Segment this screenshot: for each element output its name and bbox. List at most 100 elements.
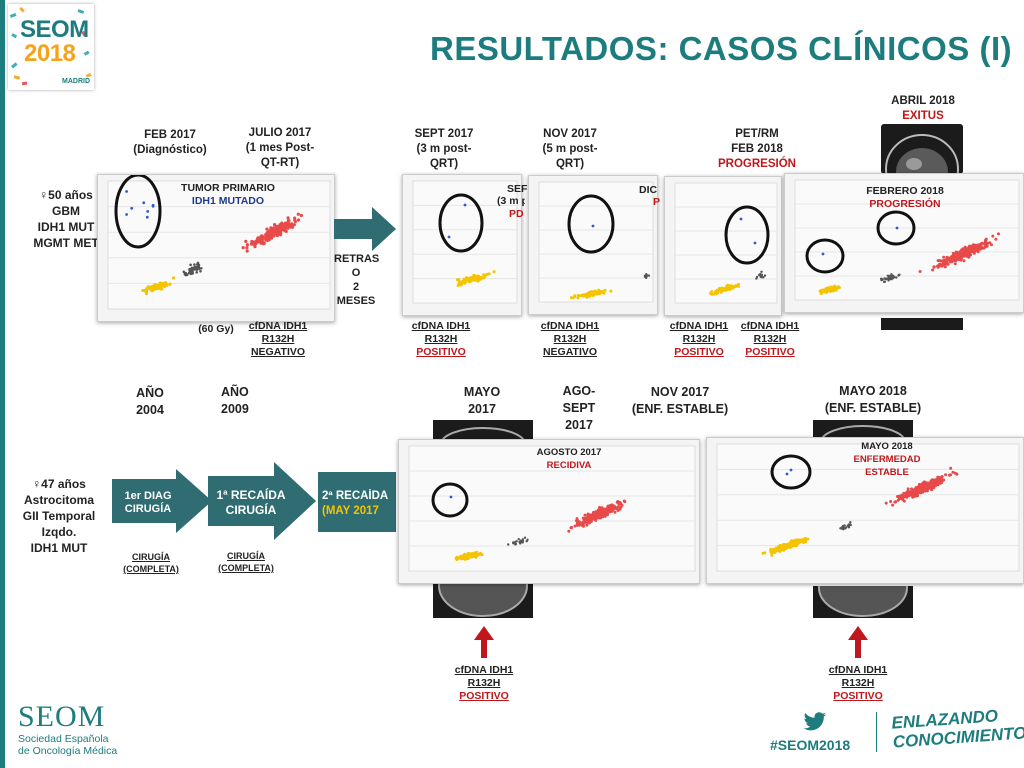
scatter-dot	[241, 246, 245, 250]
progress-arrow-icon	[334, 207, 396, 251]
scatter-dot	[256, 236, 260, 240]
scatter-dot	[606, 504, 610, 508]
scatter-dot	[478, 277, 482, 281]
scatter-dot	[256, 239, 260, 243]
scatter-dot	[964, 248, 968, 252]
timepoint-sub: SEPT	[562, 401, 596, 415]
radiation-dose-label: (60 Gy)	[198, 323, 234, 335]
scatter-dot	[155, 284, 159, 288]
footer-seom-logo: SEOM	[18, 700, 106, 733]
timepoint-sub: (5 m post-QRT)	[542, 143, 598, 170]
scatter-dot	[944, 473, 948, 477]
scatter-dot	[463, 552, 467, 556]
scatter-dot	[283, 225, 287, 229]
delay-label: RETRAS O 2 MESES	[334, 252, 379, 308]
scatter-dot	[921, 481, 925, 485]
arrow-label-first-relapse: 1ª RECAÍDA CIRUGÍA	[208, 488, 294, 518]
scatter-dot	[761, 551, 765, 555]
arrow-label-line: CIRUGÍA	[124, 503, 172, 515]
scatter-dot	[806, 537, 810, 541]
scatter-dot	[463, 281, 467, 285]
scatter-dot	[265, 234, 269, 238]
scatter-dot	[789, 468, 793, 472]
twitter-bird-icon	[803, 712, 827, 731]
scatter-dot	[141, 288, 145, 293]
scatter-dot	[293, 218, 297, 222]
plot-title-text: AGOSTO 2017	[536, 447, 602, 458]
scatter-dot	[733, 285, 737, 288]
plot-title: FEBRERO 2018 PROGRESIÓN	[855, 185, 955, 211]
scatter-dot	[130, 206, 134, 210]
scatter-dot	[888, 276, 891, 279]
scatter-plot-feb2018	[664, 176, 782, 316]
scatter-dot	[770, 553, 774, 557]
scatter-plot-sept2017: SEF (3 m p PD	[402, 174, 527, 316]
scatter-dot	[592, 517, 596, 521]
scatter-dot	[249, 242, 254, 246]
scatter-dot	[760, 273, 763, 277]
scatter-dot	[567, 529, 571, 533]
scatter-dot	[492, 270, 496, 274]
scatter-dot	[472, 274, 476, 278]
scatter-dot	[582, 293, 586, 297]
scatter-dot	[125, 190, 128, 193]
scatter-dot	[771, 550, 775, 554]
footer-divider	[876, 712, 877, 752]
cfdna-result-jul2017: cfDNA IDH1 R132H NEGATIVO	[243, 320, 313, 359]
scatter-dot	[837, 286, 841, 290]
scatter-dot	[826, 286, 830, 290]
scatter-dot	[947, 258, 950, 262]
scatter-plot-aug2017: AGOSTO 2017 RECIDIVA	[398, 439, 700, 584]
mri-scan-image	[433, 420, 533, 461]
scatter-dot	[599, 291, 602, 294]
scatter-dot	[151, 203, 155, 207]
scatter-dot	[784, 544, 788, 548]
case2-patient-info: ♀47 años Astrocitoma GII Temporal Izqdo.…	[20, 476, 98, 556]
scatter-dot	[951, 470, 955, 474]
scatter-dot	[267, 238, 271, 242]
scatter-dot	[275, 224, 279, 228]
scatter-dot	[188, 267, 192, 271]
arrow-label-line: 2ª RECAÍDA	[322, 490, 389, 502]
plot-title: AGOSTO 2017 RECIDIVA	[529, 446, 609, 472]
highlight-circle	[876, 210, 916, 246]
scatter-dot	[915, 491, 919, 495]
scatter-dot	[519, 541, 523, 544]
scatter-dot	[283, 228, 287, 233]
timepoint-date: AGO-	[562, 384, 596, 398]
scatter-dot	[798, 538, 802, 542]
cfdna-line: cfDNA IDH1	[540, 320, 600, 332]
highlight-circle	[805, 238, 845, 274]
case1-timepoint-nov2017: NOV 2017 (5 m post-QRT)	[536, 127, 604, 172]
scatter-dot	[945, 256, 949, 260]
scatter-dot	[961, 254, 965, 258]
scatter-dot	[286, 216, 290, 220]
scatter-dot	[189, 263, 192, 267]
scatter-dot	[465, 554, 469, 558]
scatter-dot	[514, 542, 518, 546]
scatter-dot	[573, 294, 577, 298]
scatter-dot	[517, 538, 520, 541]
highlight-circle	[438, 193, 484, 253]
scatter-dot	[615, 506, 619, 510]
scatter-dot	[593, 292, 596, 296]
scatter-dot	[613, 510, 617, 514]
scatter-dot	[152, 286, 157, 290]
timepoint-date: MAYO 2018	[839, 384, 907, 398]
timepoint-date: AÑO	[221, 385, 249, 399]
cfdna-line: cfDNA IDH1	[454, 664, 514, 676]
scatter-dot	[713, 292, 717, 296]
timepoint-date: ABRIL 2018	[891, 95, 955, 107]
timepoint-date: AÑO	[136, 386, 164, 400]
scatter-dot	[904, 494, 908, 498]
scatter-plot-nov2017: DIC P	[528, 175, 660, 315]
scatter-dot	[990, 243, 993, 247]
scatter-dot	[465, 278, 469, 282]
scatter-dot	[578, 520, 581, 524]
scatter-dot	[936, 483, 940, 487]
scatter-dot	[245, 243, 249, 247]
scatter-dot	[288, 225, 292, 229]
scatter-dot	[142, 201, 146, 205]
scatter-dot	[244, 239, 248, 243]
case1-timepoint-petrm: PET/RM FEB 2018 PROGRESIÓN	[712, 127, 802, 172]
